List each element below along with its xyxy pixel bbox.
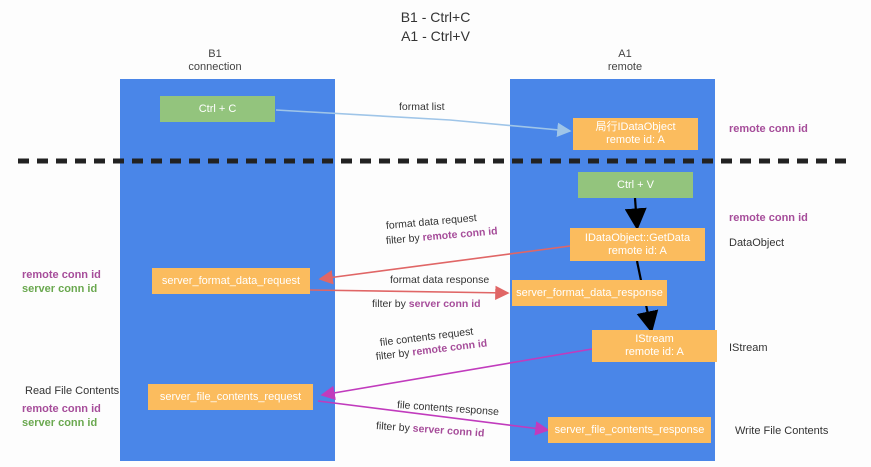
edge-label-format-list: format list [399,101,445,113]
lane-a1-name: A1 [618,48,632,60]
side-label-group-conn-ids-1: remote conn id server conn id [22,268,101,296]
filter-prefix-1: filter by [385,231,424,247]
box-getdata-line1: IDataObject::GetData [584,231,691,244]
edge-label-file-contents-response-filter: filter by server conn id [376,420,485,441]
box-istream[interactable]: IStream remote id: A [592,330,717,362]
side-label-server-conn-id-left-1: server conn id [22,283,98,295]
box-idataobject-line1: 局行IDataObject [595,121,676,133]
box-ctrl-c-label: Ctrl + C [198,102,237,115]
side-label-write-file-contents: Write File Contents [735,425,829,437]
box-ctrl-c[interactable]: Ctrl + C [160,96,275,122]
box-idataobject-line2: remote id: A [606,134,665,146]
edge-label-format-data-response-filter: filter by server conn id [372,298,481,311]
box-idataobject-getdata[interactable]: IDataObject::GetData remote id: A [570,228,705,261]
lane-a1-sub: remote [607,61,643,73]
lane-b1-name: B1 [208,48,222,60]
box-istream-line1: IStream [635,333,674,345]
side-label-read-file-contents: Read File Contents [25,385,120,397]
side-label-server-conn-id-left-2: server conn id [22,417,98,429]
box-server-file-contents-request[interactable]: server_file_contents_request [148,384,313,410]
side-label-remote-conn-id-top: remote conn id [729,123,808,135]
page-title: B1 - Ctrl+C A1 - Ctrl+V [0,8,871,46]
box-server-format-data-request[interactable]: server_format_data_request [152,268,310,294]
edge-label-format-data-response: format data response [390,274,490,286]
box-getdata-line2: remote id: A [608,244,667,257]
box-server-format-data-request-label: server_format_data_request [161,274,301,287]
side-label-remote-conn-id-mid: remote conn id [729,212,808,224]
edge-label-file-contents-response: file contents response [396,399,500,419]
box-server-format-data-response[interactable]: server_format_data_response [512,280,667,306]
filter-key-server-conn-id-2: server conn id [412,422,485,440]
box-istream-line2: remote id: A [625,346,684,358]
box-server-file-contents-request-label: server_file_contents_request [159,390,302,403]
side-label-group-conn-ids-2: remote conn id server conn id [22,402,101,430]
side-label-remote-conn-id-left-2: remote conn id [22,403,101,415]
arrow-format-data-response [309,285,510,301]
box-server-file-contents-response-label: server_file_contents_response [554,423,705,436]
box-server-file-contents-response[interactable]: server_file_contents_response [548,417,711,443]
side-label-istream: IStream [729,342,768,354]
lane-b1-sub: connection [188,61,242,73]
title-line-2: A1 - Ctrl+V [401,28,470,44]
filter-prefix-2: filter by [372,298,409,310]
box-ctrl-v[interactable]: Ctrl + V [578,172,693,198]
title-line-1: B1 - Ctrl+C [400,9,471,25]
box-ctrl-v-label: Ctrl + V [617,178,654,191]
box-server-format-data-response-label: server_format_data_response [516,286,663,299]
box-idataobject[interactable]: 局行IDataObject remote id: A [573,118,698,150]
lane-header-a1: A1 remote [565,48,685,74]
side-label-dataobject: DataObject [729,237,785,249]
filter-key-server-conn-id-1: server conn id [408,298,481,310]
lane-header-b1: B1 connection [155,48,275,74]
side-label-remote-conn-id-left-1: remote conn id [22,269,101,281]
filter-prefix-4: filter by [375,420,414,435]
